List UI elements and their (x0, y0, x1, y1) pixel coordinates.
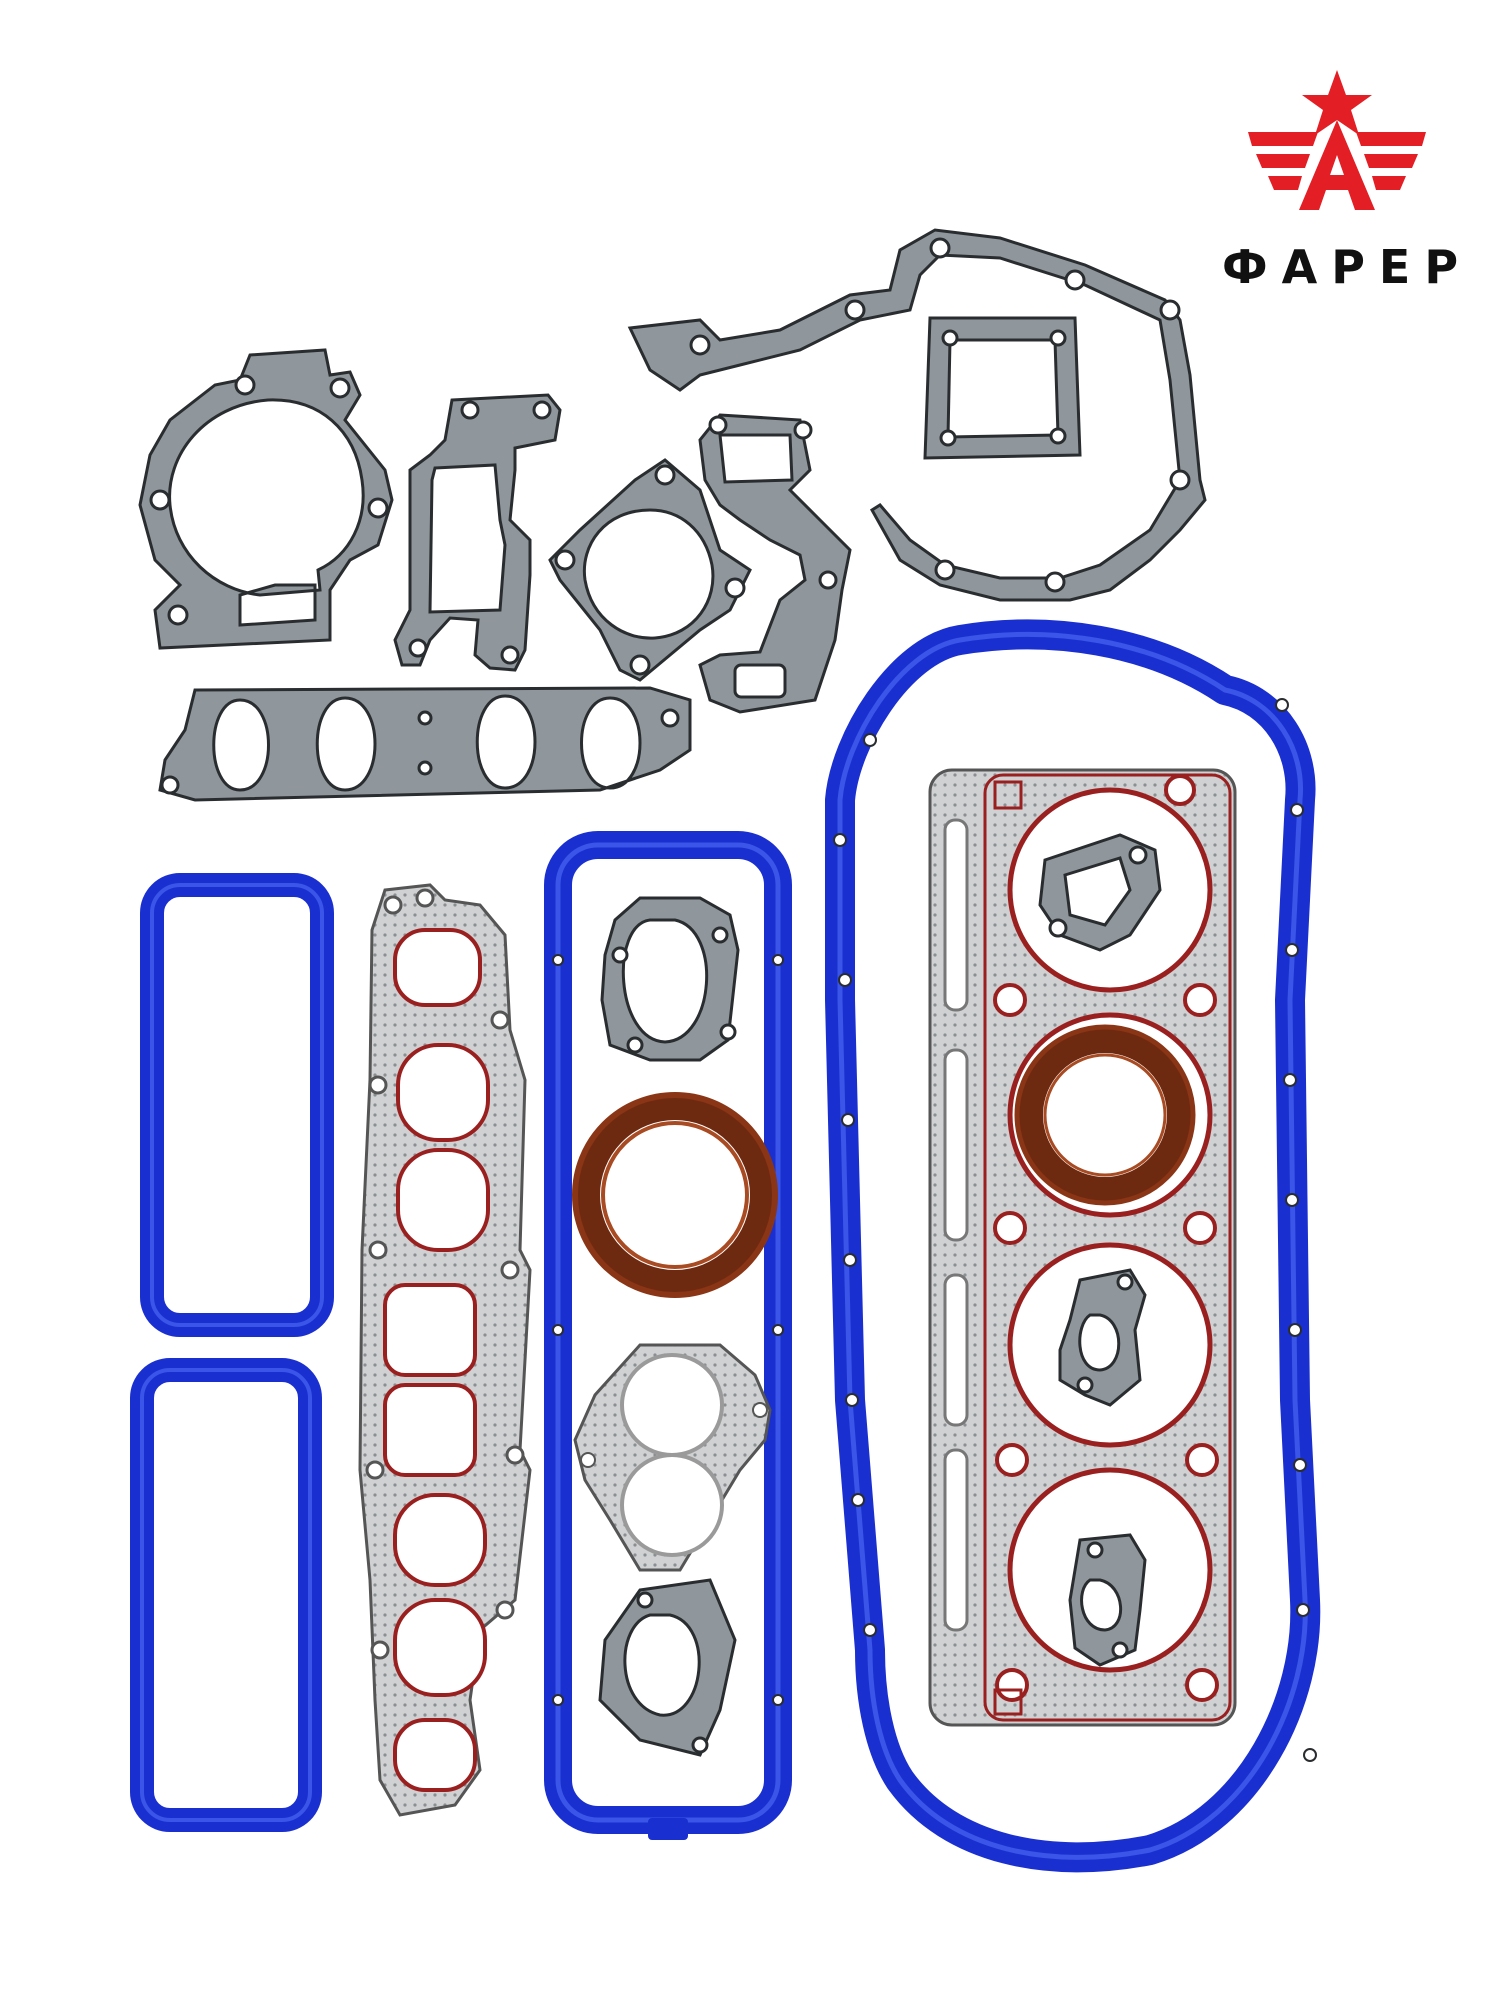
oil-pump-flange-gasket (1058, 1268, 1147, 1407)
egr-flange-gasket (1038, 833, 1162, 952)
water-pump-gasket (138, 348, 394, 650)
star-icon (1302, 70, 1372, 135)
timing-cover-gasket (627, 228, 1207, 602)
thermostat-housing-gasket (393, 393, 562, 672)
crankshaft-seal-left (572, 1092, 778, 1298)
carburetor-gasket (548, 458, 752, 682)
logo-a-icon (1299, 120, 1375, 210)
left-wing-icon (1248, 132, 1318, 190)
brand-name: ФАРЕР (1222, 240, 1473, 294)
exhaust-pipe-metal-gasket (573, 1343, 772, 1572)
square-flange-gasket (923, 316, 1082, 460)
thermostat-flange-gasket (598, 1578, 737, 1757)
crankshaft-seal-right (1014, 1024, 1196, 1206)
pump-flange-gasket (600, 896, 740, 1062)
valve-cover-blue-gasket (544, 831, 792, 1840)
bypass-pipe-gasket (698, 413, 852, 714)
intake-manifold-paronite-gasket (158, 686, 692, 802)
rocker-cover-blue-gasket-bottom (130, 1358, 322, 1832)
brand-logo (1248, 70, 1426, 210)
exhaust-manifold-metal-gasket (358, 883, 532, 1817)
cylinder-head-gasket (928, 768, 1237, 1727)
oil-pan-blue-gasket (825, 619, 1321, 1873)
rocker-cover-blue-gasket-top (140, 873, 334, 1337)
oil-filter-flange-gasket (1068, 1533, 1147, 1667)
right-wing-icon (1356, 132, 1426, 190)
